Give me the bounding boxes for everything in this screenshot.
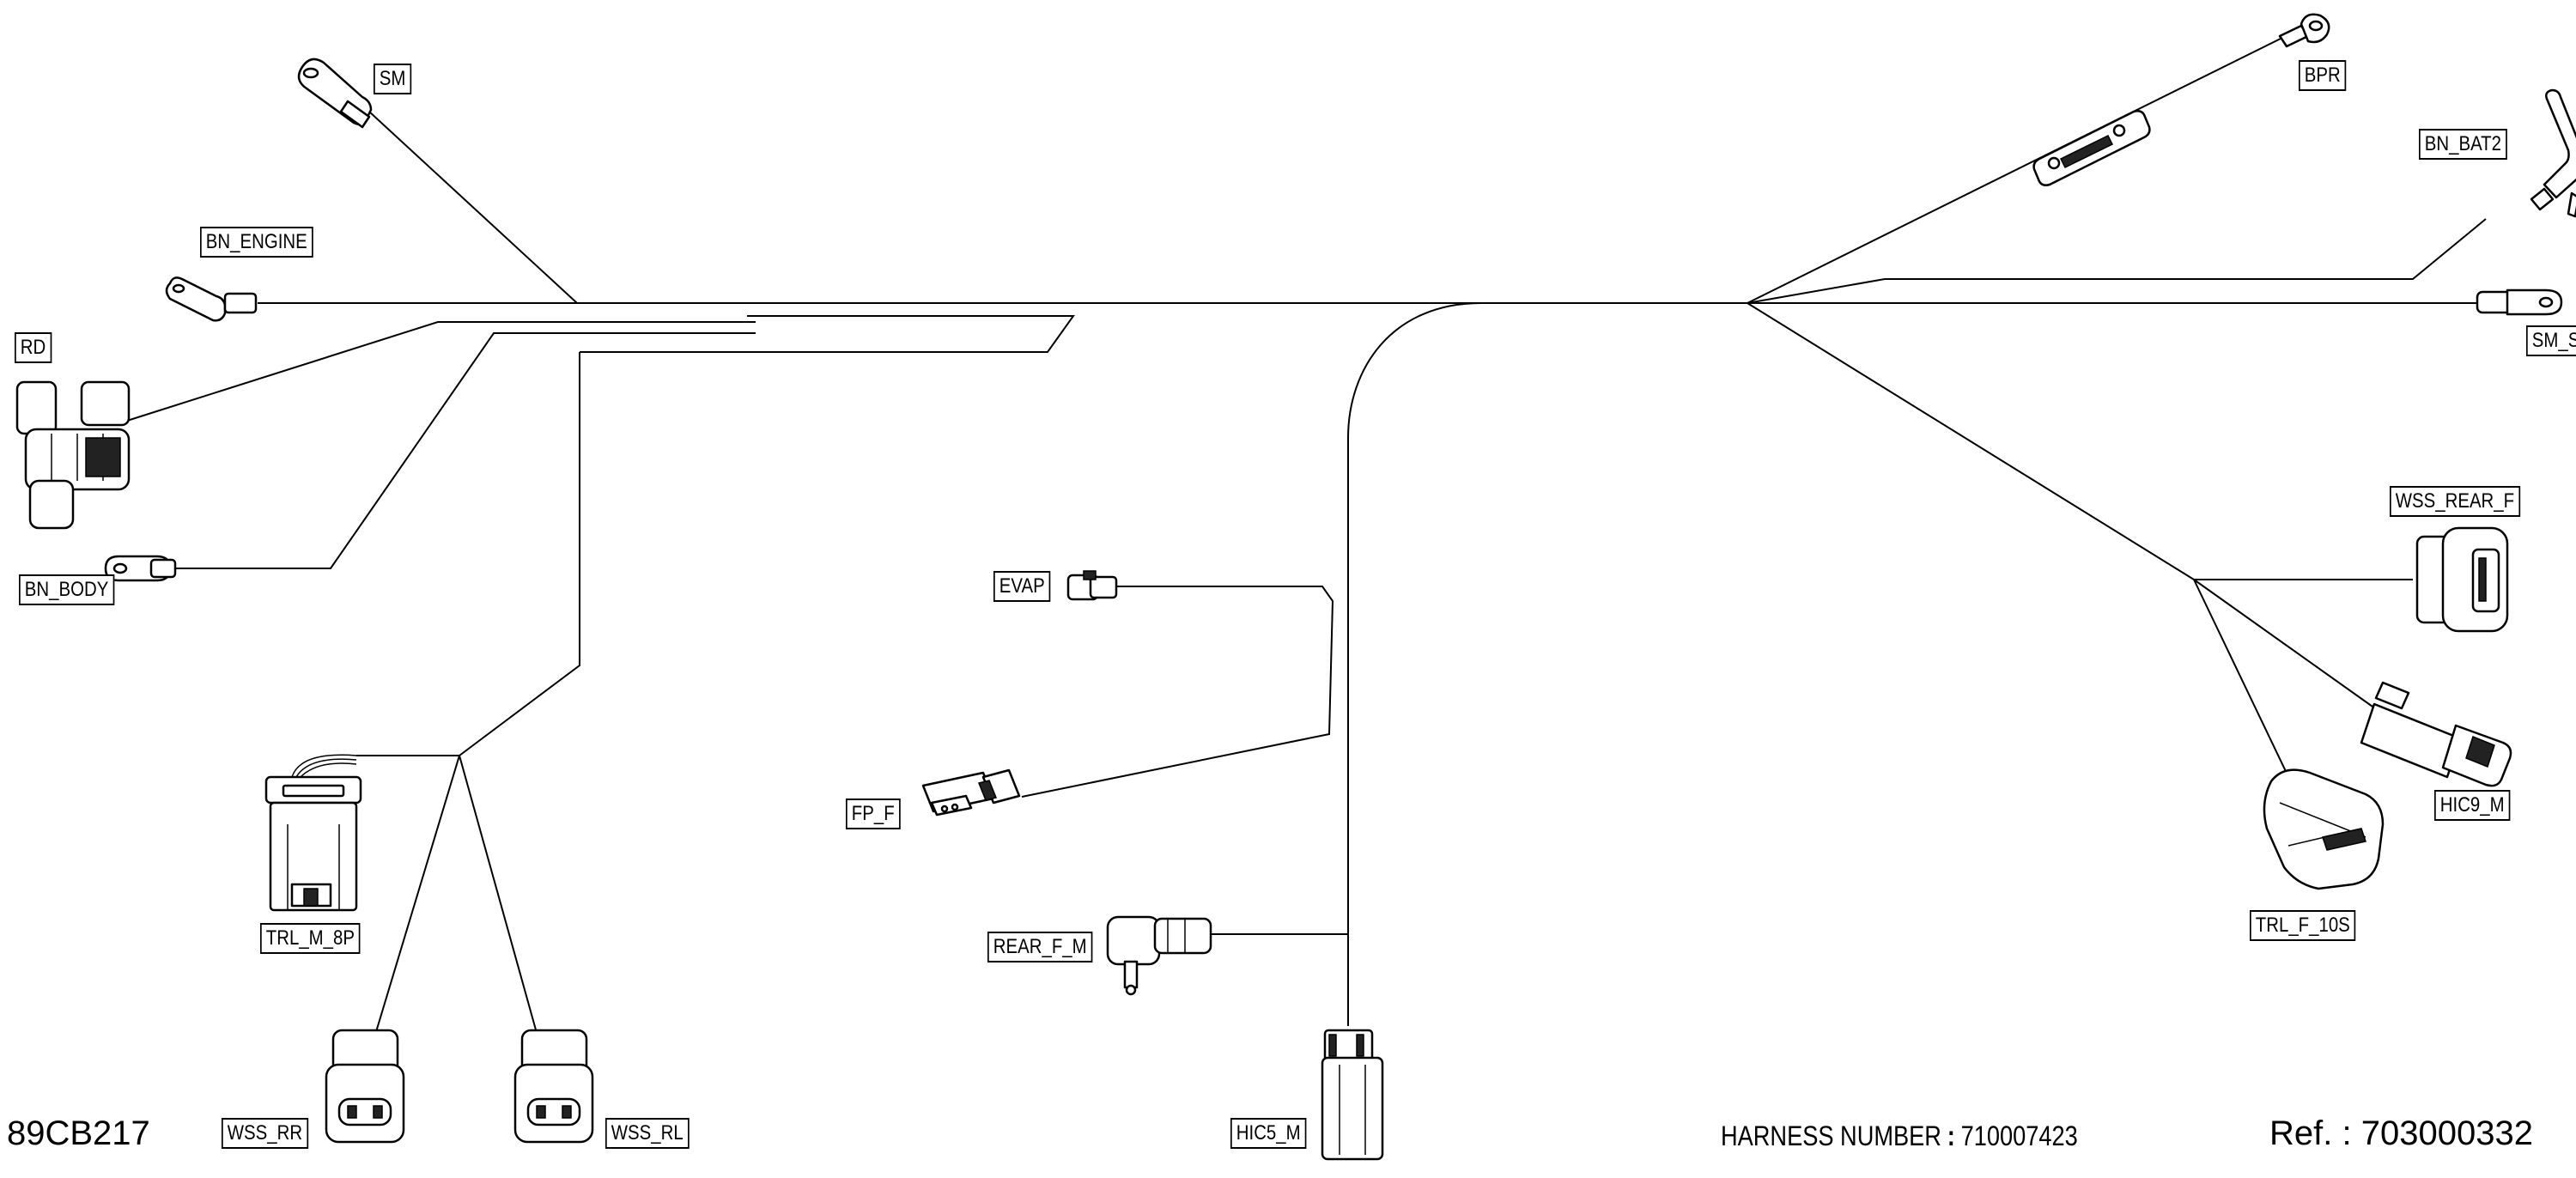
connector-label-bpr: BPR [2299,60,2347,91]
right-lower-wire [1747,302,2195,580]
connector-label-hic5-m: HIC5_M [1230,1118,1307,1149]
connector-label-sm: SM [374,64,412,94]
hic5-m-connector [1321,1029,1384,1161]
wss-rear-f-connector [2415,526,2509,633]
connector-label-bn-body: BN_BODY [19,574,115,605]
bn-body-wire [176,332,756,569]
connector-label-rear-f-m: REAR_F_M [987,932,1093,962]
connector-label-wss-rr: WSS_RR [222,1118,308,1149]
connector-label-wss-rear-f: WSS_REAR_F [2390,486,2520,517]
connector-label-fp-f: FP_F [846,798,901,829]
sm-wire [368,111,578,304]
reference-separator: : [2342,1114,2352,1152]
trl-m-8p-connector [264,754,362,912]
bn-bat2-terminal [2530,88,2576,218]
connector-label-hic9-m: HIC9_M [2434,790,2511,821]
connector-label-wss-rl: WSS_RL [605,1118,690,1149]
connector-label-trl-f-10s: TRL_F_10S [2250,910,2356,941]
reference-label: Ref. [2269,1114,2333,1152]
harness-number-value: 710007423 [1960,1120,2078,1151]
connector-label-evap: EVAP [993,571,1051,602]
wss-rl-connector [513,1029,594,1144]
connector-label-sm-ss: SM_SS [2526,325,2576,356]
evap-connector [1066,570,1118,601]
hic9-m-wire [2193,579,2388,718]
harness-number-line: HARNESS NUMBER:710007423 [1721,1120,2078,1152]
evap-fp-wire [1021,586,1334,798]
bpr-fuse-holder [2032,110,2151,186]
sm-ss-ring-terminal [2476,288,2563,316]
wss-rr-wire [374,755,460,1035]
connector-label-rd: RD [15,332,52,363]
trl-f-10s-wire [2193,579,2293,786]
rd-wire [126,321,756,422]
drawing-code: 89CB217 [7,1114,150,1152]
hic5-trunk-wire [1347,302,1482,1026]
reference-number: 703000332 [2360,1114,2533,1152]
harness-number-label: HARNESS NUMBER [1721,1120,1941,1151]
sm-ring-terminal [297,58,373,129]
wss-rr-connector [325,1029,405,1144]
connector-label-trl-m-8p: TRL_M_8P [260,923,361,954]
bn-body-ring-terminal [104,555,177,582]
fp-f-connector [921,768,1021,817]
bn-bat2-wire [1747,218,2487,304]
bpr-ring-terminal [2278,13,2330,48]
rd-connector [15,380,131,530]
left-branch-wire [580,315,1075,353]
harness-wires [126,36,2507,1035]
trl-f-10s-connector [2263,768,2385,890]
rear-f-m-connector [1106,915,1212,996]
reference-line: Ref. : 703000332 [2269,1114,2533,1153]
harness-number-separator: : [1947,1120,1955,1151]
hic9-m-connector [2360,681,2512,787]
bpr-wire [1747,36,2285,304]
wss-rl-wire [459,755,538,1034]
connector-label-bn-bat2: BN_BAT2 [2419,129,2507,160]
bn-engine-ring-terminal [165,276,258,322]
trl-drop-wire [459,352,580,756]
connector-label-bn-engine: BN_ENGINE [200,227,313,258]
